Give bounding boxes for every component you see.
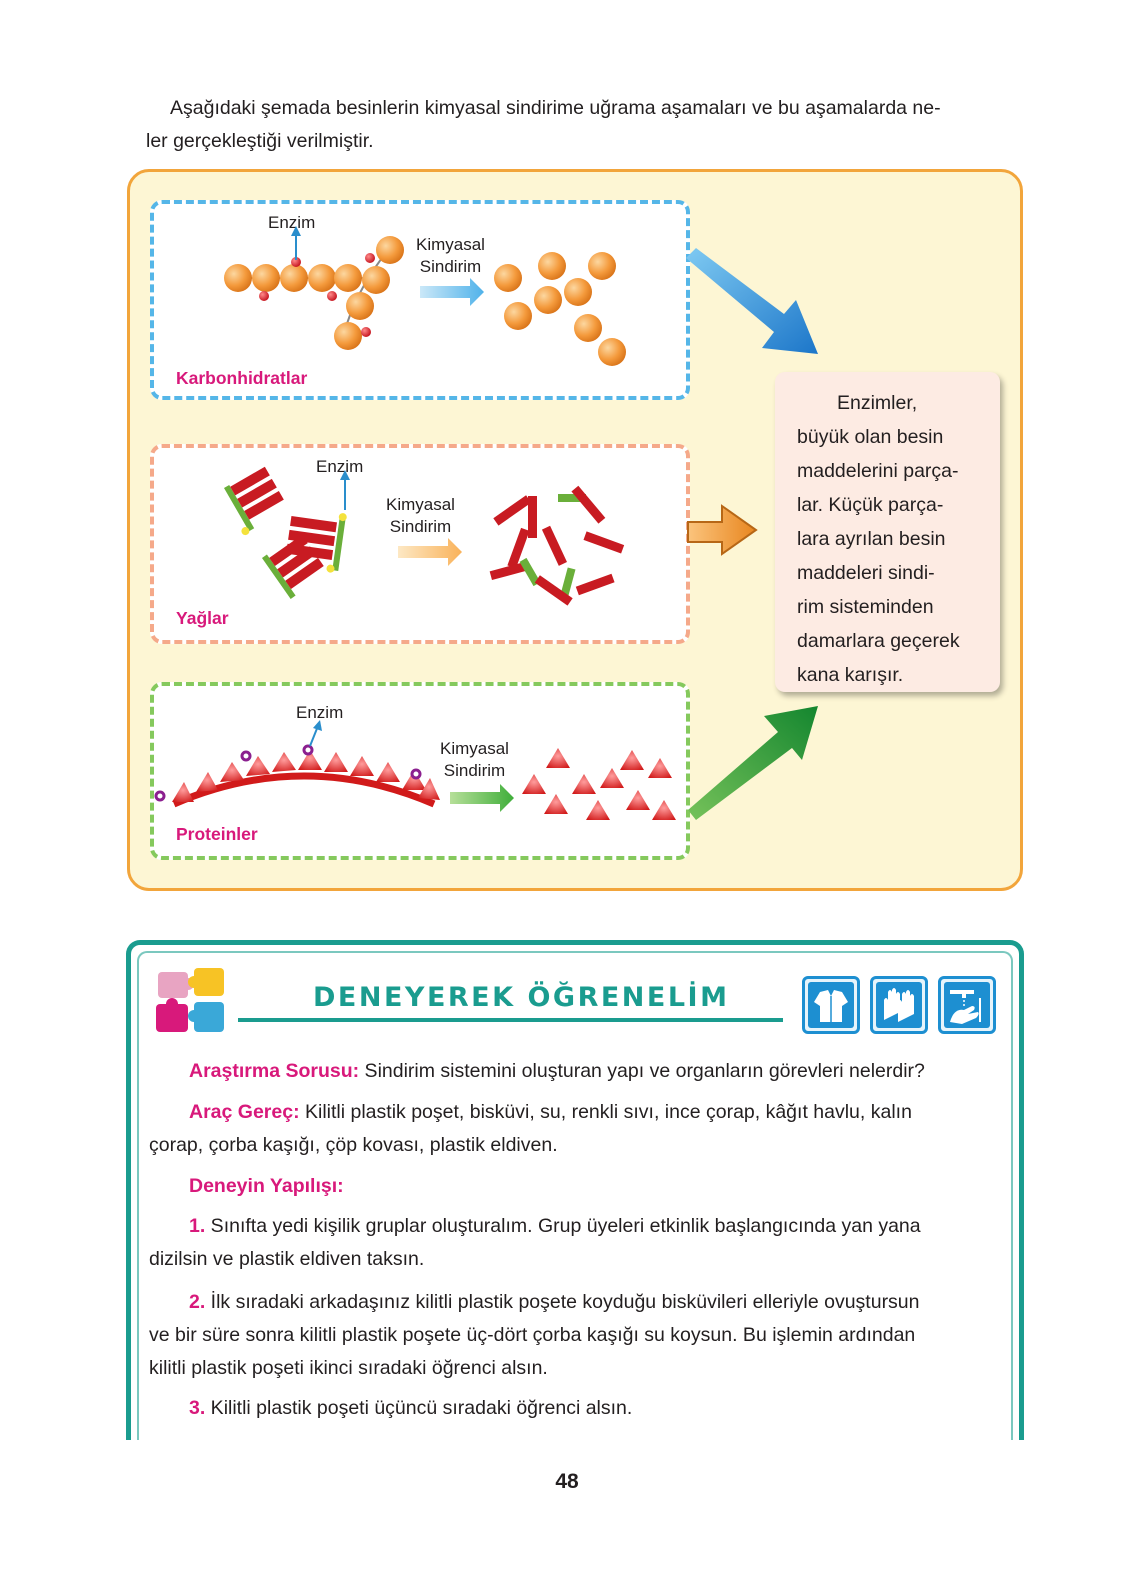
intro-line: Aşağıdaki şemada besinlerin kimyasal sin…: [170, 97, 941, 119]
protein-row: Enzim Kimyasal Sindirim: [150, 682, 690, 860]
hand-washing-icon: [938, 976, 996, 1034]
enzyme-label: Enzim: [296, 703, 344, 722]
carbohydrate-row: Enzim Kimyasal Sindirim: [150, 200, 690, 400]
lab-coat-icon: [802, 976, 860, 1034]
row-name: Karbonhidratlar: [176, 368, 308, 388]
enzyme-label: Enzim: [268, 213, 316, 232]
digestion-diagram: Enzim Kimyasal Sindirim: [127, 169, 1023, 891]
puzzle-icon: [156, 968, 224, 1032]
summary-line: kana karışır.: [797, 664, 904, 686]
fat-molecules: [224, 466, 625, 606]
protein-molecules: [154, 720, 676, 820]
page-number: 48: [555, 1470, 579, 1493]
materials: Araç Gereç: Kilitli plastik poşet, biskü…: [149, 1096, 1001, 1162]
intro-paragraph: Aşağıdaki şemada besinlerin kimyasal sin…: [146, 92, 1036, 158]
summary-line: lara ayrılan besin: [797, 528, 946, 550]
green-arrow-icon: [688, 706, 818, 820]
fat-row: Enzim Kimyasal Sindirim: [150, 444, 690, 644]
summary-line: rim sisteminden: [797, 596, 934, 618]
intro-line: ler gerçekleştiği verilmiştir.: [146, 130, 374, 152]
title-divider: [238, 1018, 783, 1022]
summary-line: büyük olan besin: [797, 426, 944, 448]
procedure-label: Deneyin Yapılışı:: [189, 1175, 344, 1197]
process-label: Kimyasal Sindirim: [386, 495, 455, 536]
carbohydrate-molecules: [224, 226, 626, 366]
enzyme-label: Enzim: [316, 457, 364, 476]
summary-line: Enzimler,: [837, 392, 918, 414]
gloves-icon: [870, 976, 928, 1034]
row-name: Yağlar: [176, 608, 229, 628]
materials-text: Kilitli plastik poşet, bisküvi, su, renk…: [299, 1101, 912, 1123]
enzyme-summary-box: Enzimler, büyük olan besin maddelerini p…: [775, 372, 1000, 692]
experiment-title: DENEYEREK ÖĞRENELİM: [313, 982, 730, 1013]
step-2: 2. İlk sıradaki arkadaşınız kilitli plas…: [149, 1291, 920, 1379]
process-label: Kimyasal Sindirim: [440, 739, 509, 780]
step-3: 3. Kilitli plastik poşeti üçüncü sıradak…: [189, 1397, 633, 1419]
summary-line: damarlara geçerek: [797, 630, 960, 652]
orange-arrow-icon: [687, 504, 758, 556]
summary-line: maddelerini parça-: [797, 460, 959, 482]
process-label: Kimyasal Sindirim: [416, 235, 485, 276]
step-1: 1. Sınıfta yedi kişilik gruplar oluştura…: [149, 1215, 921, 1270]
question-text: Sindirim sistemini oluşturan yapı ve org…: [359, 1060, 925, 1082]
materials-text: çorap, çorba kaşığı, çöp kovası, plastik…: [149, 1134, 558, 1156]
summary-line: lar. Küçük parça-: [797, 494, 944, 516]
materials-label: Araç Gereç:: [189, 1101, 300, 1123]
procedure-heading: Deneyin Yapılışı:: [149, 1170, 1001, 1203]
summary-line: maddeleri sindi-: [797, 562, 935, 584]
question-label: Araştırma Sorusu:: [189, 1060, 360, 1082]
blue-arrow-icon: [686, 248, 818, 354]
row-name: Proteinler: [176, 824, 258, 844]
research-question: Araştırma Sorusu: Sindirim sistemini olu…: [149, 1055, 1001, 1088]
